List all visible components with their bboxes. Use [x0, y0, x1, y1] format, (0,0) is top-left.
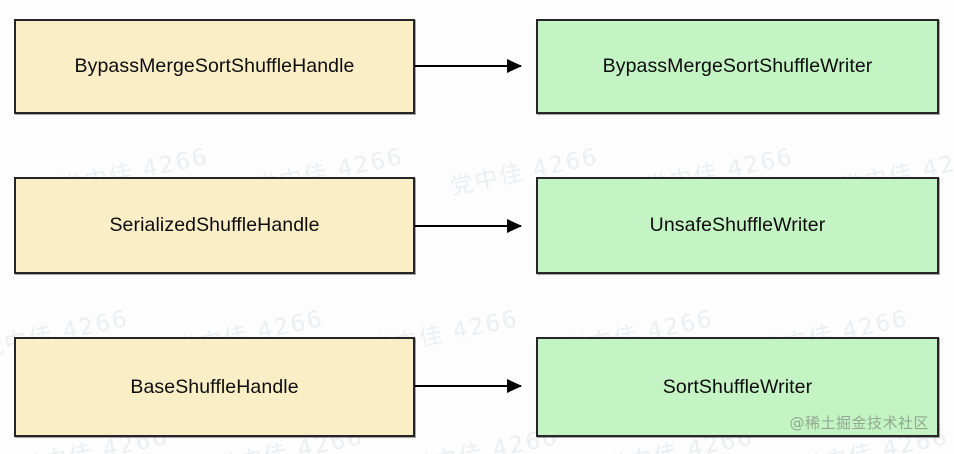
node-label: BaseShuffleHandle: [130, 375, 299, 398]
node-label: SortShuffleWriter: [662, 375, 813, 398]
node-label: SerializedShuffleHandle: [109, 214, 320, 236]
node-label: BypassMergeSortShuffleHandle: [74, 55, 355, 77]
corner-watermark: @稀土掘金技术社区: [789, 414, 929, 432]
arrow-row-2: [415, 225, 521, 227]
node-label: BypassMergeSortShuffleWriter: [602, 55, 873, 77]
node-unsafe-shuffle-writer[interactable]: UnsafeShuffleWriter: [536, 177, 939, 274]
node-base-shuffle-handle[interactable]: BaseShuffleHandle: [14, 337, 415, 437]
node-bypass-merge-sort-shuffle-writer[interactable]: BypassMergeSortShuffleWriter: [536, 19, 939, 114]
node-sort-shuffle-writer[interactable]: SortShuffleWriter @稀土掘金技术社区: [536, 337, 939, 437]
node-serialized-shuffle-handle[interactable]: SerializedShuffleHandle: [14, 177, 415, 274]
arrow-row-3: [415, 385, 521, 387]
node-bypass-merge-sort-shuffle-handle[interactable]: BypassMergeSortShuffleHandle: [14, 19, 415, 114]
arrow-row-1: [415, 65, 521, 67]
node-label: UnsafeShuffleWriter: [649, 214, 826, 236]
